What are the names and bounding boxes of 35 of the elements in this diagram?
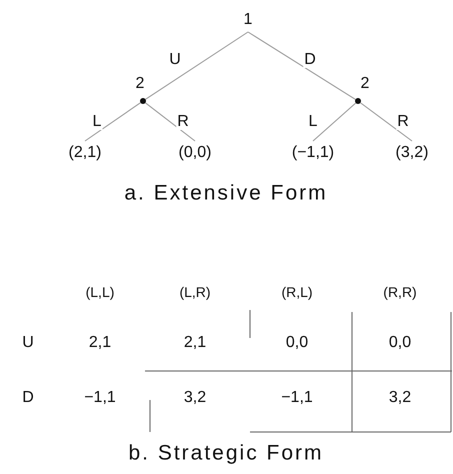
edge-label: D — [303, 52, 317, 68]
edge-label: R — [176, 114, 190, 130]
edge-label: R — [396, 114, 410, 130]
payoff-label: (0,0) — [178, 145, 212, 161]
tree-branch — [84, 102, 142, 142]
tree-branch — [360, 102, 412, 142]
decision-node-dot — [355, 98, 361, 104]
column-header: (L,L) — [86, 285, 114, 299]
tree-branch — [248, 32, 356, 100]
column-header: (R,R) — [383, 285, 417, 299]
player-label: 2 — [136, 76, 144, 92]
payoff-value: −1,1 — [84, 390, 116, 406]
tree-branch — [145, 32, 248, 100]
payoff-value: 3,2 — [184, 390, 206, 406]
payoff-label: (2,1) — [68, 145, 102, 161]
payoff-value: 2,1 — [88, 335, 112, 351]
decision-node-dot — [140, 98, 146, 104]
row-header: D — [22, 390, 34, 406]
player-label: 2 — [360, 76, 370, 92]
payoff-value: 2,1 — [184, 335, 206, 351]
tree-branch — [144, 102, 196, 142]
payoff-value: 0,0 — [388, 335, 412, 351]
tree-branch — [312, 102, 356, 142]
row-header: U — [22, 335, 34, 351]
column-header: (L,R) — [179, 285, 211, 299]
column-header: (R,L) — [281, 285, 313, 299]
payoff-label: (3,2) — [396, 145, 428, 161]
caption: b. Strategic Form — [128, 442, 324, 464]
edge-label: L — [92, 114, 102, 130]
player-label: 1 — [244, 12, 252, 28]
caption: a. Extensive Form — [124, 182, 328, 204]
payoff-value: −1,1 — [281, 390, 313, 406]
payoff-value: 0,0 — [286, 335, 308, 351]
payoff-label: (−1,1) — [292, 145, 334, 161]
payoff-value: 3,2 — [388, 390, 412, 406]
